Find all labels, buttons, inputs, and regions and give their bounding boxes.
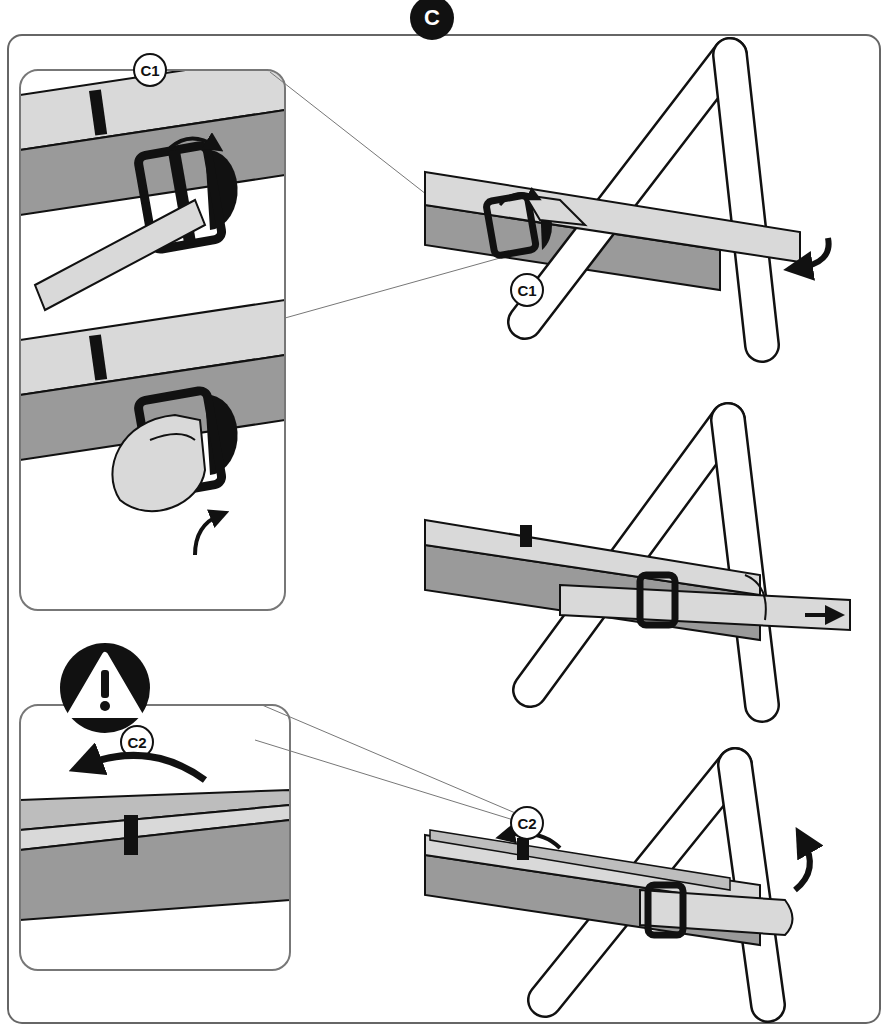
inset-c1	[20, 70, 285, 555]
inset-frame	[20, 70, 285, 610]
inset-frame	[20, 705, 290, 970]
frame-step-3	[425, 765, 810, 1005]
callout-number: C2	[517, 816, 536, 831]
leader-line	[255, 740, 520, 822]
callout-number: C1	[517, 283, 536, 298]
inset-c2	[20, 790, 290, 920]
leader-line	[527, 842, 528, 856]
frame-step-2	[425, 420, 850, 705]
callout-ring	[134, 54, 166, 86]
frame-step-1	[425, 55, 829, 345]
turn-arrow	[85, 755, 205, 780]
step-badge	[410, 0, 454, 40]
warning-icon	[60, 643, 150, 733]
callout-ring	[511, 274, 543, 306]
outer-frame	[8, 35, 880, 1023]
callout-ring	[511, 807, 543, 839]
leader-line	[285, 258, 500, 318]
step-letter: C	[424, 7, 440, 29]
callout-number: C2	[127, 735, 146, 750]
leader-line	[262, 705, 520, 815]
callout-number: C1	[140, 63, 159, 78]
